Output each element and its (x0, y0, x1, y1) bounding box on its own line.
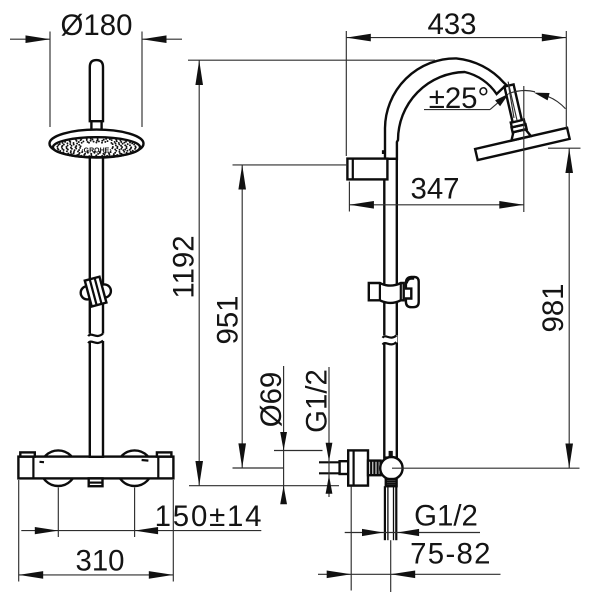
svg-text:150±14: 150±14 (155, 500, 264, 533)
svg-text:G1/2: G1/2 (414, 500, 478, 533)
svg-text:951: 951 (212, 295, 245, 344)
svg-text:75-82: 75-82 (410, 538, 492, 571)
svg-text:Ø69: Ø69 (255, 372, 288, 428)
svg-text:433: 433 (427, 8, 476, 41)
svg-text:G1/2: G1/2 (301, 369, 334, 433)
svg-text:1192: 1192 (168, 235, 201, 298)
svg-text:310: 310 (75, 545, 124, 578)
svg-text:347: 347 (410, 173, 459, 206)
svg-text:Ø180: Ø180 (61, 9, 133, 42)
svg-text:981: 981 (537, 283, 570, 332)
svg-text:‹GROHE›: ‹GROHE› (81, 147, 112, 154)
svg-text:±25°: ±25° (429, 82, 490, 115)
